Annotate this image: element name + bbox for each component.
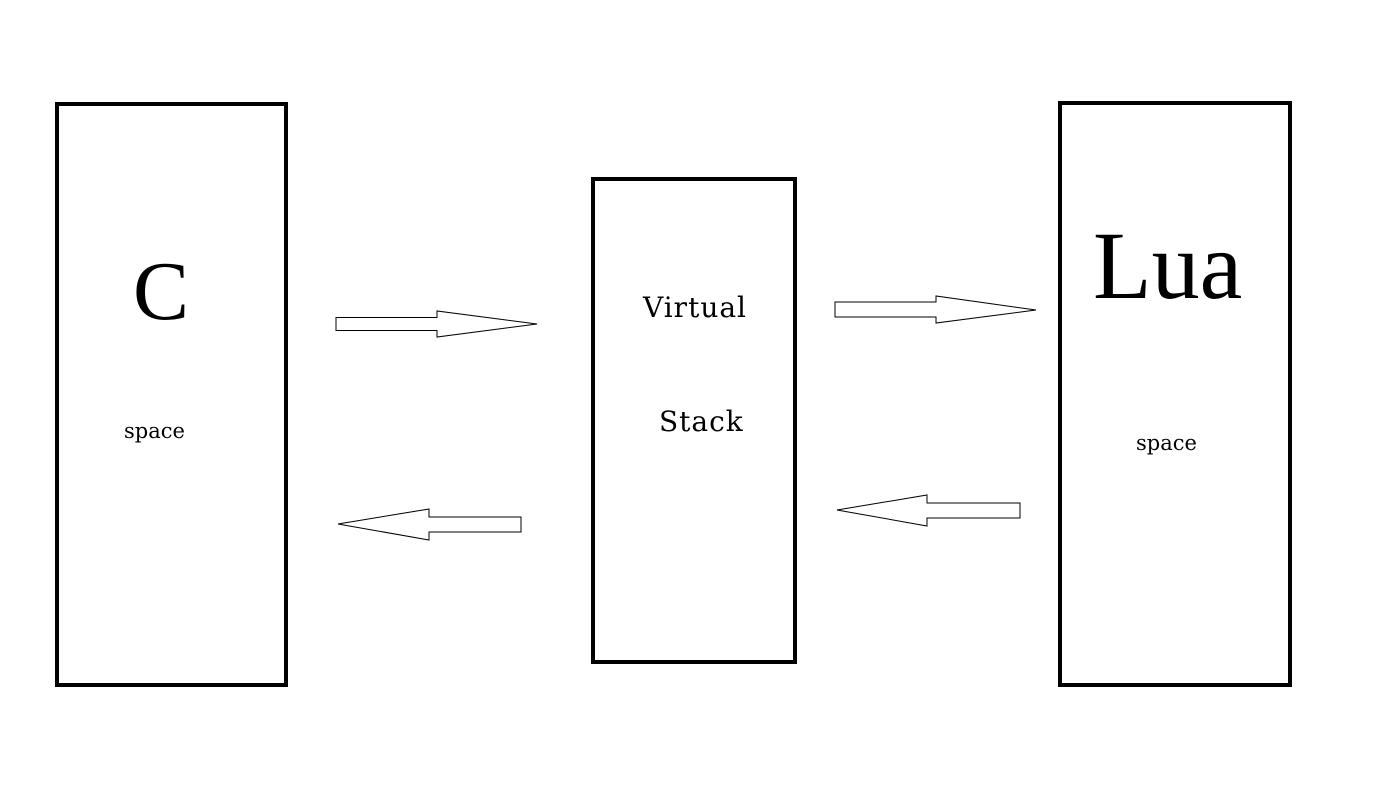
lua-title: Lua <box>1093 212 1243 319</box>
virtual-stack-label-line2: Stack <box>659 405 744 438</box>
arrow-lua-to-stack-icon <box>836 494 1021 527</box>
virtual-stack-label-line1: Virtual <box>643 291 748 324</box>
c-space-label: space <box>124 419 185 443</box>
arrow-c-to-stack-icon <box>335 310 538 338</box>
arrow-stack-to-lua-icon <box>834 295 1037 324</box>
lua-space-label: space <box>1136 431 1197 455</box>
c-title: C <box>133 245 190 338</box>
virtual-stack-box <box>591 177 797 664</box>
lua-space-box <box>1058 101 1292 687</box>
arrow-stack-to-c-icon <box>337 508 522 541</box>
c-space-box <box>55 102 288 687</box>
